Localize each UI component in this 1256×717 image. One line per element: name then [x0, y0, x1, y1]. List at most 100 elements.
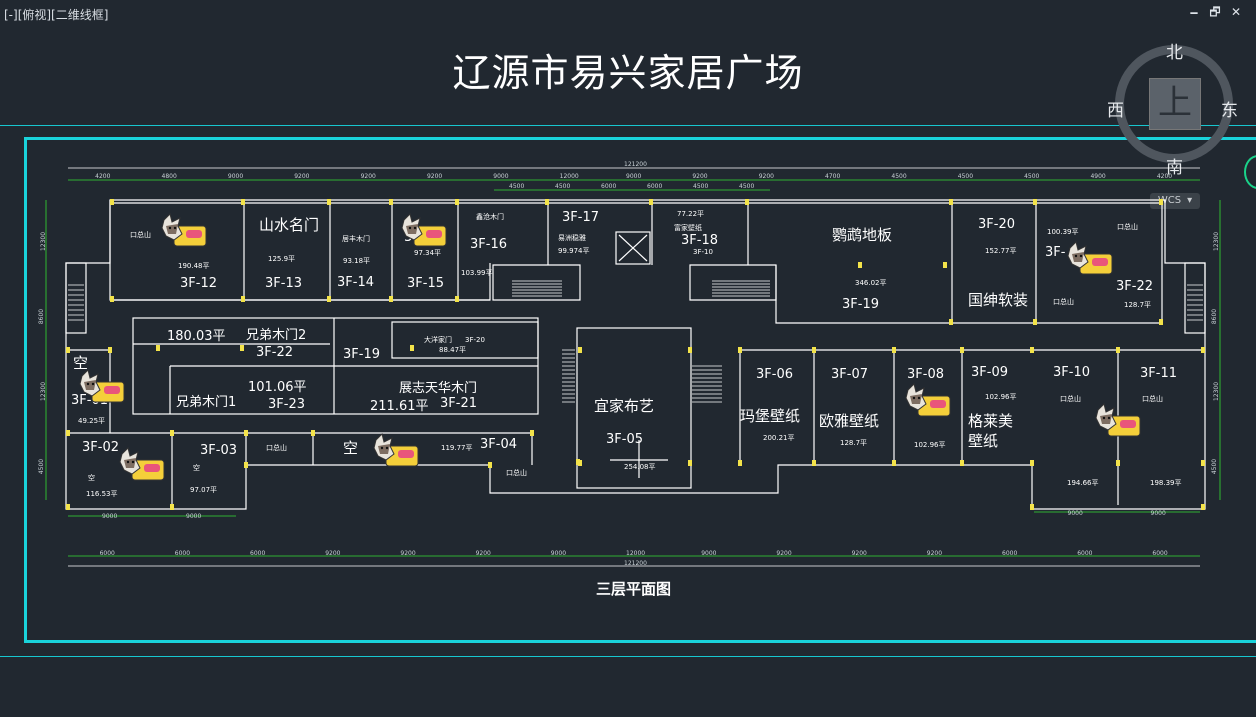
close-icon[interactable]: ✕ — [1230, 5, 1242, 19]
room-3f-22a-area: 128.7平 — [1124, 301, 1152, 309]
center-c2-code[interactable]: 3F-19 — [343, 347, 380, 362]
room-3f-08-code[interactable]: 3F-08 — [907, 367, 944, 382]
dim-bottom-0: 6000 — [99, 550, 115, 557]
sticker-badge — [78, 368, 126, 408]
wcs-menu-button[interactable]: WCS▾ — [1150, 193, 1200, 209]
dim-top2-1: 4500 — [555, 183, 571, 190]
room-3f-05-area: 254.08平 — [624, 463, 656, 471]
room-3f-06-area: 200.21平 — [763, 434, 795, 442]
room-3f-13-brand[interactable]: 山水名门 — [259, 216, 320, 234]
dim-sub-left-0: 9000 — [102, 513, 118, 520]
room-3f-20-area: 152.77平 — [985, 247, 1017, 255]
room-3f-11-code[interactable]: 3F-11 — [1140, 366, 1177, 381]
sticker-badge — [904, 382, 952, 422]
dim-top-9: 9200 — [692, 173, 708, 180]
compass-west[interactable]: 西 — [1107, 101, 1124, 121]
center-c1-brand[interactable]: 兄弟木门2 — [246, 328, 307, 343]
frame-line-bottom — [0, 656, 1256, 657]
center-c4-code[interactable]: 3F-23 — [268, 397, 305, 412]
room-3f-22a-short[interactable]: 3F- — [1045, 245, 1066, 260]
room-3f-16-brand: 鑫沧木门 — [476, 213, 504, 221]
viewcube-compass-ring[interactable] — [1115, 45, 1233, 163]
note-2: 口总山 — [1053, 298, 1074, 306]
dim-top-14: 4500 — [1024, 173, 1040, 180]
room-3f-16-area: 103.99平 — [461, 269, 493, 277]
dim-top-1: 4800 — [161, 173, 177, 180]
dim-left-2: 12300 — [40, 381, 48, 401]
dim-bottom-10: 9200 — [851, 550, 867, 557]
room-3f-09-brand1[interactable]: 格莱美 — [968, 412, 1014, 430]
room-3f-03-kong: 空 — [193, 464, 200, 472]
room-3f-15-code[interactable]: 3F-15 — [407, 276, 444, 291]
room-3f-04-area: 119.77平 — [441, 444, 473, 452]
restore-icon[interactable]: 🗗 — [1209, 5, 1221, 19]
dim-left-1: 8600 — [38, 308, 46, 324]
room-3f-01-kong: 空 — [73, 354, 89, 372]
note-6: 口总山 — [1060, 395, 1081, 403]
room-3f-07-code[interactable]: 3F-07 — [831, 367, 868, 382]
dim-top-2: 9000 — [227, 173, 244, 180]
room-3f-05-brand[interactable]: 宜家布艺 — [594, 397, 655, 415]
room-3f-05-code[interactable]: 3F-05 — [606, 432, 643, 447]
viewport-label[interactable]: [-][俯视][二维线框] — [4, 8, 109, 22]
viewcube[interactable]: 上 北 南 西 东 — [1107, 43, 1238, 178]
room-3f-14-brand: 居丰木门 — [342, 235, 370, 243]
dim-top-8: 9000 — [626, 173, 642, 180]
dim-top-13: 4500 — [957, 173, 974, 180]
dim-left-3: 4500 — [38, 458, 46, 474]
room-3f-03-code[interactable]: 3F-03 — [200, 443, 237, 458]
room-3f-02-code[interactable]: 3F-02 — [82, 440, 119, 455]
dim-bottom-12: 6000 — [1002, 550, 1018, 557]
viewcube-top-face[interactable]: 上 — [1149, 78, 1201, 130]
center-c5-code[interactable]: 3F-21 — [440, 396, 477, 411]
chevron-down-icon: ▾ — [1187, 195, 1193, 206]
room-3f-19-brand[interactable]: 鹦鹉地板 — [832, 226, 893, 244]
room-3f-09-area: 102.96平 — [985, 393, 1017, 401]
center-c1-code[interactable]: 3F-22 — [256, 345, 293, 360]
room-3f-06-brand[interactable]: 玛堡壁纸 — [740, 407, 801, 425]
room-3f-22a-code[interactable]: 3F-22 — [1116, 279, 1153, 294]
room-3f-15-area: 97.34平 — [414, 249, 442, 257]
room-3f-18-sub: 3F-10 — [693, 248, 713, 256]
room-3f-07-brand[interactable]: 欧雅壁纸 — [819, 412, 880, 430]
center-c5-brand[interactable]: 展志天华木门 — [399, 381, 478, 396]
room-3f-09-code[interactable]: 3F-09 — [971, 365, 1008, 380]
room-3f-17-code[interactable]: 3F-17 — [562, 210, 599, 225]
sticker-badge — [1094, 402, 1142, 442]
minimize-icon[interactable]: 🗕 — [1189, 5, 1199, 19]
compass-north[interactable]: 北 — [1166, 43, 1183, 63]
note-4: 口总山 — [266, 444, 287, 452]
room-3f-09-brand2[interactable]: 壁纸 — [968, 432, 999, 450]
room-3f-10-area: 194.66平 — [1067, 479, 1099, 487]
room-3f-20-brand[interactable]: 国绅软装 — [968, 291, 1029, 309]
center-c5-area: 211.61平 — [370, 399, 429, 414]
room-3f-14-code[interactable]: 3F-14 — [337, 275, 374, 290]
room-3f-06-code[interactable]: 3F-06 — [756, 367, 793, 382]
center-c4-brand[interactable]: 兄弟木门1 — [176, 395, 237, 410]
room-3f-12-code[interactable]: 3F-12 — [180, 276, 217, 291]
room-3f-19-code[interactable]: 3F-19 — [842, 297, 879, 312]
dim-right-0: 12300 — [1213, 231, 1221, 251]
dim-top-7: 12000 — [559, 173, 579, 180]
room-3f-18-brand: 富家壁纸 — [674, 224, 702, 232]
room-3f-10-code[interactable]: 3F-10 — [1053, 365, 1090, 380]
room-3f-08-area: 102.96平 — [914, 441, 946, 449]
note-7: 口总山 — [1142, 395, 1163, 403]
room-3f-14-area: 93.18平 — [343, 257, 371, 265]
sticker-badge — [1066, 240, 1114, 280]
dim-sub-right-1: 9000 — [1150, 510, 1166, 517]
dim-top-4: 9200 — [360, 173, 376, 180]
compass-east[interactable]: 东 — [1221, 101, 1238, 121]
room-3f-16-code[interactable]: 3F-16 — [470, 237, 507, 252]
center-c3-code: 3F-20 — [465, 336, 485, 344]
room-3f-03-area: 97.07平 — [190, 486, 218, 494]
dim-top2-5: 4500 — [739, 183, 755, 190]
room-3f-20-code[interactable]: 3F-20 — [978, 217, 1015, 232]
dim-bottom-1: 6000 — [174, 550, 191, 557]
room-3f-18-code[interactable]: 3F-18 — [681, 233, 718, 248]
room-3f-04-code[interactable]: 3F-04 — [480, 437, 517, 452]
room-3f-11-area: 198.39平 — [1150, 479, 1182, 487]
window-controls: 🗕 🗗 ✕ — [1188, 6, 1242, 18]
room-3f-18-area: 77.22平 — [677, 210, 705, 218]
room-3f-13-code[interactable]: 3F-13 — [265, 276, 302, 291]
